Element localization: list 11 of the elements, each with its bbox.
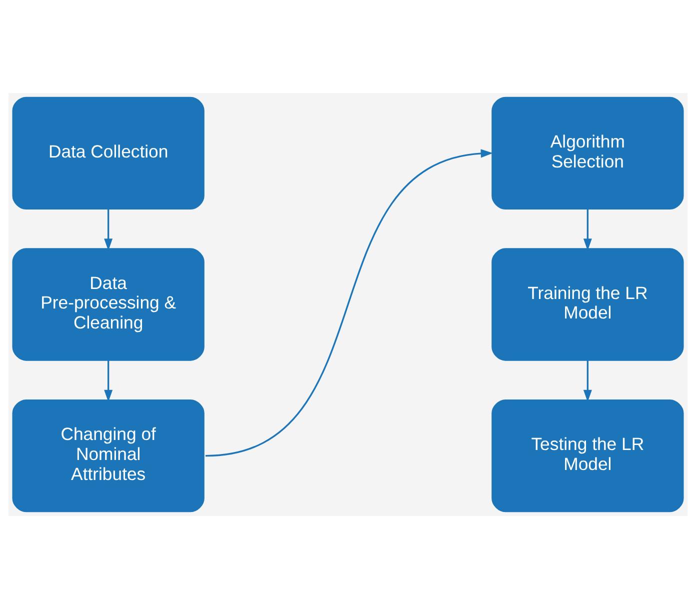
arrow: [583, 360, 592, 402]
arrow: [205, 149, 493, 457]
node-box: Changing of Nominal Attributes: [12, 399, 204, 512]
node-box: Training the LR Model: [492, 248, 684, 361]
node-box: Testing the LR Model: [492, 399, 684, 512]
node-box: Algorithm Selection: [492, 96, 684, 210]
arrow: [104, 360, 113, 402]
arrow: [104, 208, 113, 251]
arrow: [583, 208, 592, 251]
node-box: Data Pre-processing & Cleaning: [12, 248, 204, 361]
node-box: Data Collection: [12, 96, 204, 210]
